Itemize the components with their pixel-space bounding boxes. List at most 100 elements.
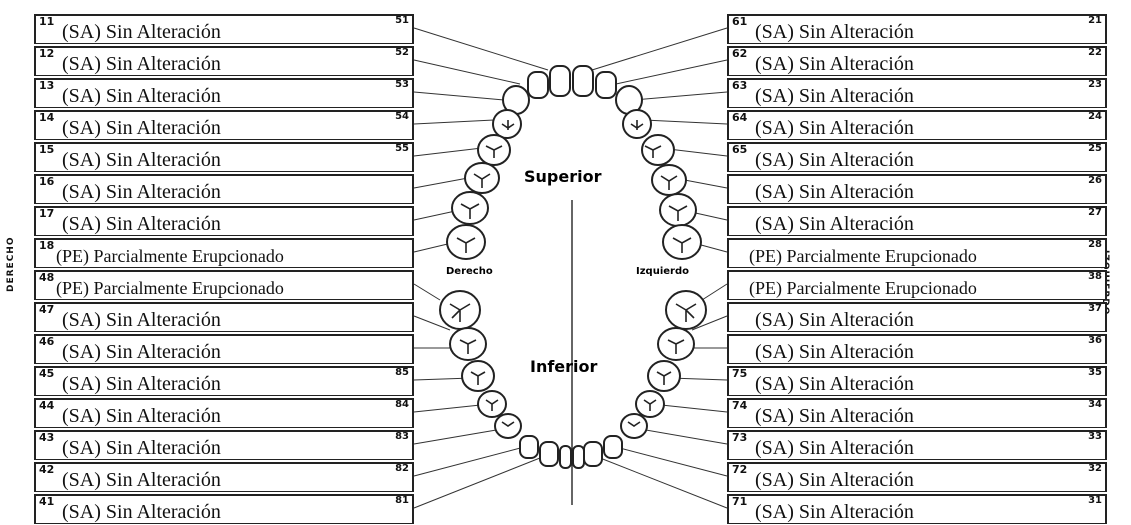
tooth-number-leading: 45 [39, 367, 55, 380]
side-label-right: DERECHO [6, 236, 16, 293]
tooth-status-label: (SA) Sin Alteración [755, 469, 914, 491]
tooth-status-box[interactable]: 63 (SA) Sin Alteración 23 [727, 78, 1107, 108]
tooth-number-trailing: 23 [1088, 79, 1102, 90]
tooth-status-label: (SA) Sin Alteración [755, 149, 914, 171]
tooth-status-box[interactable]: 14 (SA) Sin Alteración 54 [34, 110, 414, 140]
tooth-status-label: (SA) Sin Alteración [755, 85, 914, 107]
tooth-status-box[interactable]: (SA) Sin Alteración 36 [727, 334, 1107, 364]
tooth-number-trailing: 38 [1088, 271, 1102, 282]
tooth-status-box[interactable]: 16(SA) Sin Alteración [34, 174, 414, 204]
tooth-status-box[interactable]: 46 (SA) Sin Alteración [34, 334, 414, 364]
tooth-status-box[interactable]: 45 (SA) Sin Alteración 85 [34, 366, 414, 396]
tooth-status-label: (SA) Sin Alteración [62, 405, 221, 427]
tooth-number-trailing: 51 [395, 15, 409, 26]
arch-label-upper: Superior [524, 167, 602, 186]
tooth-status-box[interactable]: 75 (SA) Sin Alteración 35 [727, 366, 1107, 396]
tooth-status-label: (SA) Sin Alteración [62, 117, 221, 139]
tooth-number-trailing: 27 [1088, 207, 1102, 218]
tooth-status-label: (SA) Sin Alteración [755, 53, 914, 75]
tooth-number-trailing: 24 [1088, 111, 1102, 122]
tooth-status-label: (SA) Sin Alteración [62, 437, 221, 459]
tooth-status-label: (SA) Sin Alteración [62, 85, 221, 107]
tooth-number-leading: 16 [39, 175, 55, 188]
tooth-number-trailing: 52 [395, 47, 409, 58]
tooth-status-box[interactable]: 17 (SA) Sin Alteración [34, 206, 414, 236]
tooth-number-leading: 43 [39, 431, 55, 444]
tooth-status-label: (SA) Sin Alteración [755, 437, 914, 459]
upper-arch-teeth [446, 65, 702, 260]
tooth-number-trailing: 36 [1088, 335, 1102, 346]
tooth-status-box[interactable]: 48(PE) Parcialmente Erupcionado [34, 270, 414, 300]
lower-arch-teeth [439, 290, 707, 469]
tooth-number-trailing: 54 [395, 111, 409, 122]
tooth-status-box[interactable]: 13 (SA) Sin Alteración 53 [34, 78, 414, 108]
tooth-number-trailing: 85 [395, 367, 409, 378]
tooth-status-label: (SA) Sin Alteración [62, 213, 221, 235]
tooth-status-label: (PE) Parcialmente Erupcionado [56, 278, 284, 298]
tooth-number-leading: 13 [39, 79, 55, 92]
tooth-number-trailing: 26 [1088, 175, 1102, 186]
tooth-status-box[interactable]: 64 (SA) Sin Alteración 24 [727, 110, 1107, 140]
tooth-status-label: (SA) Sin Alteración [755, 341, 914, 363]
tooth-status-label: (PE) Parcialmente Erupcionado [56, 246, 284, 266]
tooth-status-label: (SA) Sin Alteración [62, 469, 221, 491]
tooth-status-label: (SA) Sin Alteración [755, 373, 914, 395]
tooth-number-trailing: 81 [395, 495, 409, 506]
tooth-number-trailing: 33 [1088, 431, 1102, 442]
tooth-status-label: (SA) Sin Alteración [755, 117, 914, 139]
diagram-side-right: Derecho [446, 266, 493, 277]
tooth-status-box[interactable]: 18(PE) Parcialmente Erupcionado [34, 238, 414, 268]
tooth-number-leading: 63 [732, 79, 748, 92]
tooth-number-leading: 48 [39, 271, 55, 284]
tooth-number-leading: 75 [732, 367, 748, 380]
tooth-status-label: (SA) Sin Alteración [62, 373, 221, 395]
tooth-number-trailing: 31 [1088, 495, 1102, 506]
tooth-number-trailing: 53 [395, 79, 409, 90]
tooth-fissures [449, 120, 697, 427]
tooth-number-trailing: 35 [1088, 367, 1102, 378]
tooth-status-label: (SA) Sin Alteración [62, 341, 221, 363]
tooth-status-box[interactable]: 47(SA) Sin Alteración [34, 302, 414, 332]
tooth-number-leading: 18 [39, 239, 55, 252]
tooth-number-trailing: 83 [395, 431, 409, 442]
tooth-status-label: (SA) Sin Alteración [755, 181, 914, 203]
tooth-number-trailing: 22 [1088, 47, 1102, 58]
tooth-number-leading: 17 [39, 207, 55, 220]
tooth-number-trailing: 21 [1088, 15, 1102, 26]
tooth-status-label: (PE) Parcialmente Erupcionado [749, 246, 977, 266]
tooth-number-trailing: 34 [1088, 399, 1102, 410]
tooth-number-leading: 15 [39, 143, 55, 156]
diagram-side-left: Izquierdo [636, 266, 689, 277]
tooth-number-leading: 71 [732, 495, 748, 508]
tooth-number-leading: 14 [39, 111, 55, 124]
tooth-status-box[interactable]: (SA) Sin Alteración 26 [727, 174, 1107, 204]
tooth-number-trailing: 82 [395, 463, 409, 474]
tooth-status-box[interactable]: (PE) Parcialmente Erupcionado 38 [727, 270, 1107, 300]
tooth-number-leading: 64 [732, 111, 748, 124]
tooth-number-leading: 11 [39, 15, 55, 28]
tooth-number-leading: 46 [39, 335, 55, 348]
tooth-status-label: (PE) Parcialmente Erupcionado [749, 278, 977, 298]
tooth-status-box[interactable]: 43 (SA) Sin Alteración 83 [34, 430, 414, 460]
tooth-status-label: (SA) Sin Alteración [62, 149, 221, 171]
